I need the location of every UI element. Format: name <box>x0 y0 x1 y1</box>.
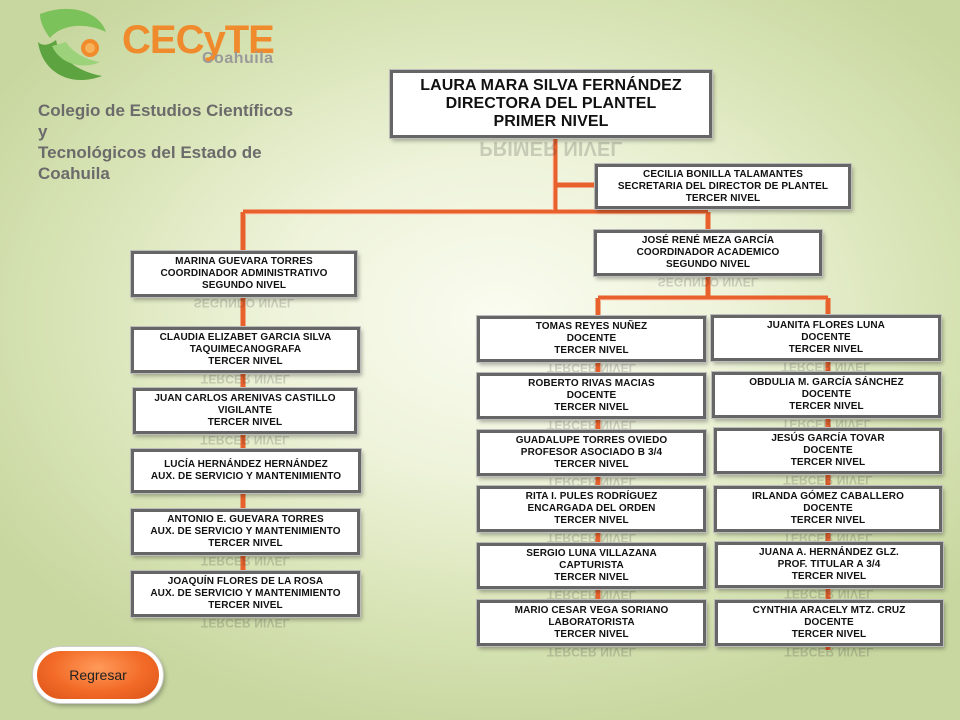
org-node-line: JESÚS GARCÍA TOVAR <box>771 433 885 444</box>
org-node-line: TERCER NIVEL <box>554 402 629 413</box>
org-node-line: TOMAS REYES NUÑEZ <box>535 321 648 332</box>
org-node-line: COORDINADOR ACADEMICO <box>636 247 780 258</box>
org-node-line: JUAN CARLOS ARENIVAS CASTILLO <box>154 393 336 404</box>
org-node-line: LAURA MARA SILVA FERNÁNDEZ <box>420 77 682 94</box>
brand-state: Coahuila <box>202 50 274 67</box>
institution-name: Colegio de Estudios Científicos y Tecnol… <box>38 100 298 184</box>
org-node-line: CLAUDIA ELIZABET GARCIA SILVA <box>159 332 332 343</box>
org-node-line: OBDULIA M. GARCÍA SÁNCHEZ <box>749 377 904 388</box>
org-node-line: IRLANDA GÓMEZ CABALLERO <box>752 491 904 502</box>
org-node-line: DOCENTE <box>566 390 617 401</box>
org-node-line: SEGUNDO NIVEL <box>201 280 287 291</box>
back-button[interactable]: Regresar <box>33 647 163 703</box>
org-node-line: CYNTHIA ARACELY MTZ. CRUZ <box>752 605 906 616</box>
org-node-line: DOCENTE <box>801 389 852 400</box>
org-node-juana: JUANA A. HERNÁNDEZ GLZ.PROF. TITULAR A 3… <box>715 542 943 601</box>
org-node-line: DOCENTE <box>803 503 853 514</box>
org-node-line: TERCER NIVEL <box>685 192 761 204</box>
org-node-line: ROBERTO RIVAS MACIAS <box>528 378 655 389</box>
org-node-line: DOCENTE <box>801 332 851 343</box>
org-node-line: TERCER NIVEL <box>554 345 629 356</box>
org-node-line: TERCER NIVEL <box>208 356 283 367</box>
brand-name: CECyTE <box>122 18 275 62</box>
org-node-line: ANTONIO E. GUEVARA TORRES <box>167 514 324 525</box>
org-node-line: VIGILANTE <box>217 405 273 416</box>
org-node-line: TERCER NIVEL <box>789 401 864 412</box>
org-node-line: MARINA GUEVARA TORRES <box>175 256 313 267</box>
org-node-line: DOCENTE <box>803 445 853 456</box>
org-node-line: TERCER NIVEL <box>790 515 866 526</box>
org-node-line: JOAQUÍN FLORES DE LA ROSA <box>167 576 324 587</box>
org-node-line: PROF. TITULAR A 3/4 <box>777 559 881 570</box>
org-node-line: RITA I. PULES RODRÍGUEZ <box>525 491 658 502</box>
org-node-line: LUCÍA HERNÁNDEZ HERNÁNDEZ <box>164 459 328 470</box>
org-node-line: TERCER NIVEL <box>554 629 629 640</box>
org-node-line: DIRECTORA DEL PLANTEL <box>445 95 657 112</box>
org-node-line: JUANITA FLORES LUNA <box>766 320 885 331</box>
org-node-line: COORDINADOR ADMINISTRATIVO <box>160 268 328 279</box>
org-node-line: DOCENTE <box>566 333 617 344</box>
org-node-line: AUX. DE SERVICIO Y MANTENIMIENTO <box>150 471 342 482</box>
org-node-line: CECILIA BONILLA TALAMANTES <box>643 168 803 180</box>
org-node-line: LABORATORISTA <box>548 617 635 628</box>
institution-name-line1: Colegio de Estudios Científicos y <box>38 101 294 141</box>
institution-logo: CECyTE Coahuila Colegio de Estudios Cien… <box>30 2 293 183</box>
org-node-line: PROFESOR ASOCIADO B 3/4 <box>520 447 663 458</box>
org-node-line: TERCER NIVEL <box>208 538 283 549</box>
org-node-line: AUX. DE SERVICIO Y MANTENIMIENTO <box>150 526 341 537</box>
org-node-line: TERCER NIVEL <box>554 459 629 470</box>
institution-name-line2: Tecnológicos del Estado de Coahuila <box>38 143 262 183</box>
org-node-line: ENCARGADA DEL ORDEN <box>527 503 656 514</box>
org-node-line: MARIO CESAR VEGA SORIANO <box>514 605 669 616</box>
org-node-line: JOSÉ RENÉ MEZA GARCÍA <box>641 235 775 246</box>
org-node-line: TERCER NIVEL <box>791 629 867 640</box>
leaf-swoosh-icon <box>38 8 106 81</box>
org-node-line: GUADALUPE TORRES OVIEDO <box>515 435 668 446</box>
org-node-line: TERCER NIVEL <box>554 572 629 583</box>
org-node-line: SECRETARIA DEL DIRECTOR DE PLANTEL <box>617 180 829 192</box>
org-node-line: TERCER NIVEL <box>554 515 629 526</box>
org-node-line: CAPTURISTA <box>559 560 624 571</box>
org-node-line: TERCER NIVEL <box>791 571 867 582</box>
org-node-line: JUANA A. HERNÁNDEZ GLZ. <box>759 547 899 558</box>
org-node-line: TERCER NIVEL <box>790 457 866 468</box>
org-node-line: TERCER NIVEL <box>788 344 864 355</box>
org-node-line: TERCER NIVEL <box>208 600 283 611</box>
org-node-line: SEGUNDO NIVEL <box>665 259 751 270</box>
org-node-line: TAQUIMECANOGRAFA <box>189 344 302 355</box>
org-node-line: PRIMER NIVEL <box>493 113 609 130</box>
org-node-line: SERGIO LUNA VILLAZANA <box>526 548 657 559</box>
org-node-line: DOCENTE <box>804 617 854 628</box>
org-node-line: AUX. DE SERVICIO Y MANTENIMIENTO <box>150 588 341 599</box>
org-node-line: TERCER NIVEL <box>207 417 283 428</box>
